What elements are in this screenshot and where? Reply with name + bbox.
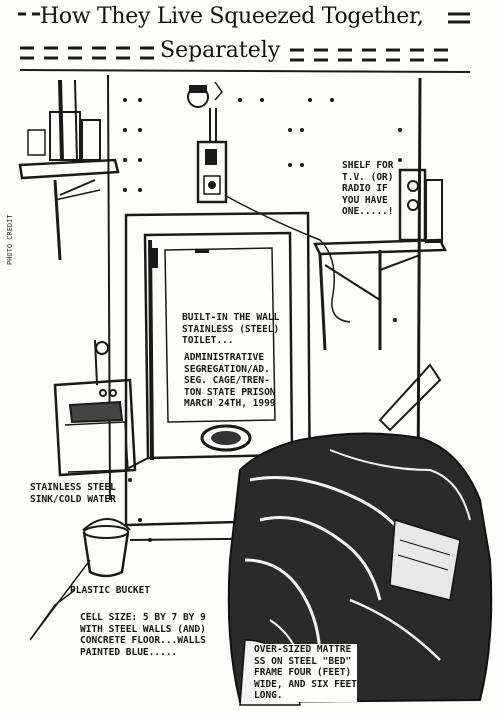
title-line-2: Separately: [160, 38, 281, 63]
tv-shelf: [313, 168, 447, 351]
location-label: ADMINISTRATIVE SEGREGATION/AD. SEG. CAGE…: [184, 352, 276, 409]
outlet-box: [196, 108, 228, 204]
wall-rivets: [123, 98, 402, 542]
side-credit: PHOTO CREDIT: [6, 214, 14, 265]
cell-size-leader: [29, 589, 76, 641]
mattress-label: OVER-SIZED MATTRE SS ON STEEL "BED" FRAM…: [254, 644, 357, 702]
back-wall-left-edge: [107, 74, 111, 501]
steel-sink: [53, 339, 137, 477]
light-bulb: [187, 81, 223, 108]
title-dashes: [18, 12, 470, 62]
plastic-bucket: [82, 518, 131, 578]
cell-size-label: CELL SIZE: 5 BY 7 BY 9 WITH STEEL WALLS …: [80, 612, 206, 658]
back-wall-right-edge: [416, 77, 422, 501]
toilet-label: BUILT-IN THE WALL STAINLESS (STEEL) TOIL…: [182, 312, 280, 346]
bucket-label: PLASTIC BUCKET: [70, 585, 151, 596]
toilet-bowl: [200, 424, 252, 452]
left-shelf: [18, 79, 120, 261]
bed-post: [378, 363, 442, 432]
power-cord: [225, 195, 351, 323]
title-line-1: How They Live Squeezed Together,: [40, 4, 424, 29]
shelf-label: SHELF FOR T.V. (OR) RADIO IF YOU HAVE ON…: [342, 160, 394, 217]
ceiling-edge: [19, 69, 471, 73]
sink-label: STAINLESS STEEL SINK/COLD WATER: [30, 482, 116, 505]
